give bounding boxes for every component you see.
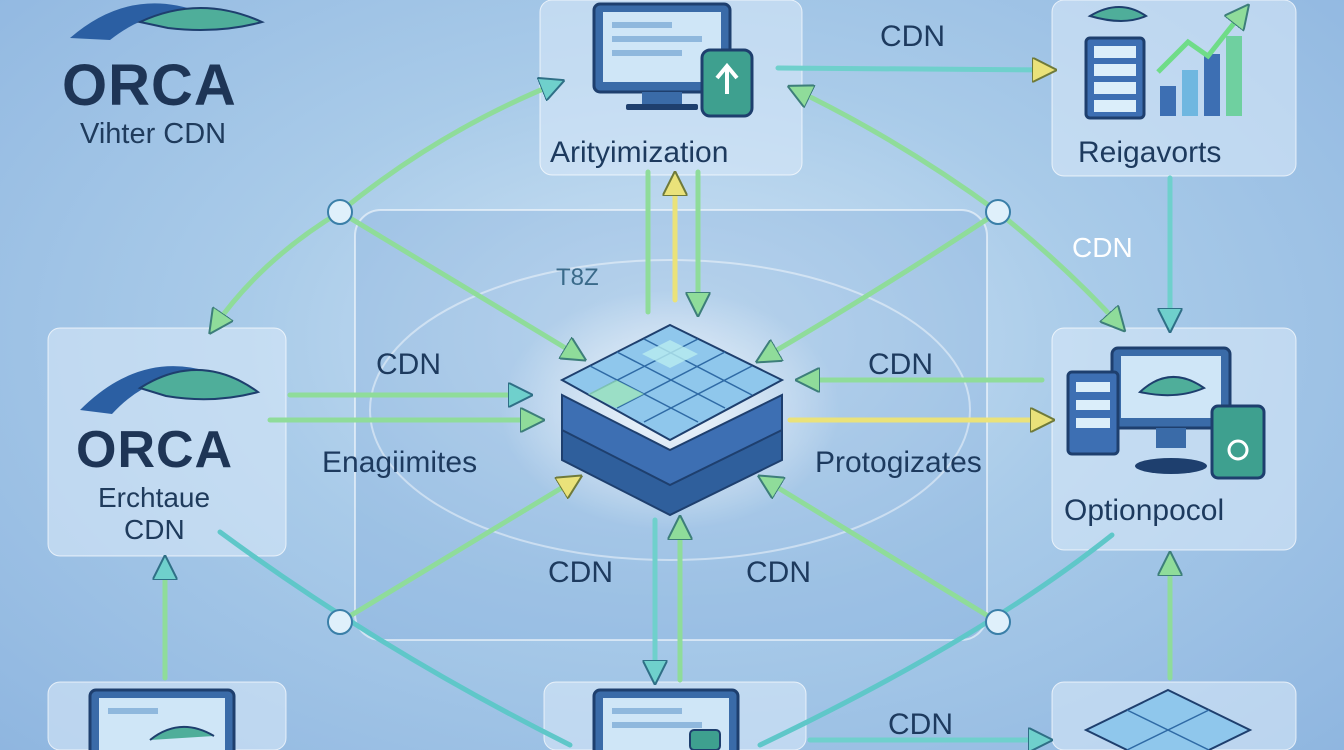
- junction-dot-bottom-right: [985, 609, 1011, 635]
- arrow-junction-to-top-node: [792, 88, 1001, 215]
- node-label-top-right: Reigavorts: [1078, 136, 1222, 169]
- brand-top-subtitle: Vihter CDN: [80, 118, 227, 150]
- junction-dot-top-left: [327, 199, 353, 225]
- arrow-junction-to-top: [337, 82, 560, 215]
- junction-dot-top-right: [985, 199, 1011, 225]
- brand-left-logo-text: ORCA: [76, 421, 234, 479]
- edge-label-right-vertical: CDN: [1072, 232, 1133, 263]
- monitor-icon-bottom-left: [88, 688, 236, 750]
- arrow-junction-br-to-center: [762, 478, 1001, 625]
- node-label-center-top: T8Z: [556, 264, 599, 291]
- arrow-junction-to-left: [212, 209, 343, 330]
- edge-label-bottom-right: CDN: [746, 556, 811, 589]
- junction-dot-bottom-left: [327, 609, 353, 635]
- node-label-right: Optionpocol: [1064, 494, 1225, 527]
- node-label-center-right: Protogizates: [815, 446, 982, 479]
- edge-label-bottom: CDN: [888, 708, 953, 741]
- edge-label-left: CDN: [376, 348, 441, 381]
- line-right-to-bottom: [757, 532, 1115, 748]
- server-monitor-icon: [1066, 346, 1266, 480]
- node-label-center-left: Enagiimites: [322, 446, 478, 479]
- monitor-icon-bottom-center: [592, 688, 740, 750]
- node-label-top: Arityimization: [550, 136, 729, 169]
- orca-logo-top-icon: [70, 3, 265, 40]
- edge-label-right: CDN: [868, 348, 933, 381]
- orca-logo-left-icon: [80, 366, 261, 414]
- arrow-junction-bl-to-center: [337, 478, 578, 625]
- arrow-junction-to-right: [995, 209, 1122, 328]
- grid-block-bottom-right: [1083, 688, 1253, 750]
- monitor-icon-top: [592, 2, 754, 118]
- arrow-junction-to-center-2: [760, 209, 1001, 360]
- brand-left-line1: Erchtaue: [98, 482, 211, 513]
- edge-label-top-right: CDN: [880, 20, 945, 53]
- edge-label-bottom-left: CDN: [548, 556, 613, 589]
- central-grid-block: [559, 323, 785, 517]
- brand-top-logo-text: ORCA: [62, 53, 237, 118]
- line-left-to-bottom: [217, 529, 573, 748]
- orbit-ring: [369, 259, 971, 561]
- arrow-top-to-top-right: [775, 68, 1052, 70]
- server-chart-icon: [1084, 7, 1246, 120]
- arrow-junction-to-center: [337, 209, 582, 358]
- brand-left-line2: CDN: [124, 514, 185, 545]
